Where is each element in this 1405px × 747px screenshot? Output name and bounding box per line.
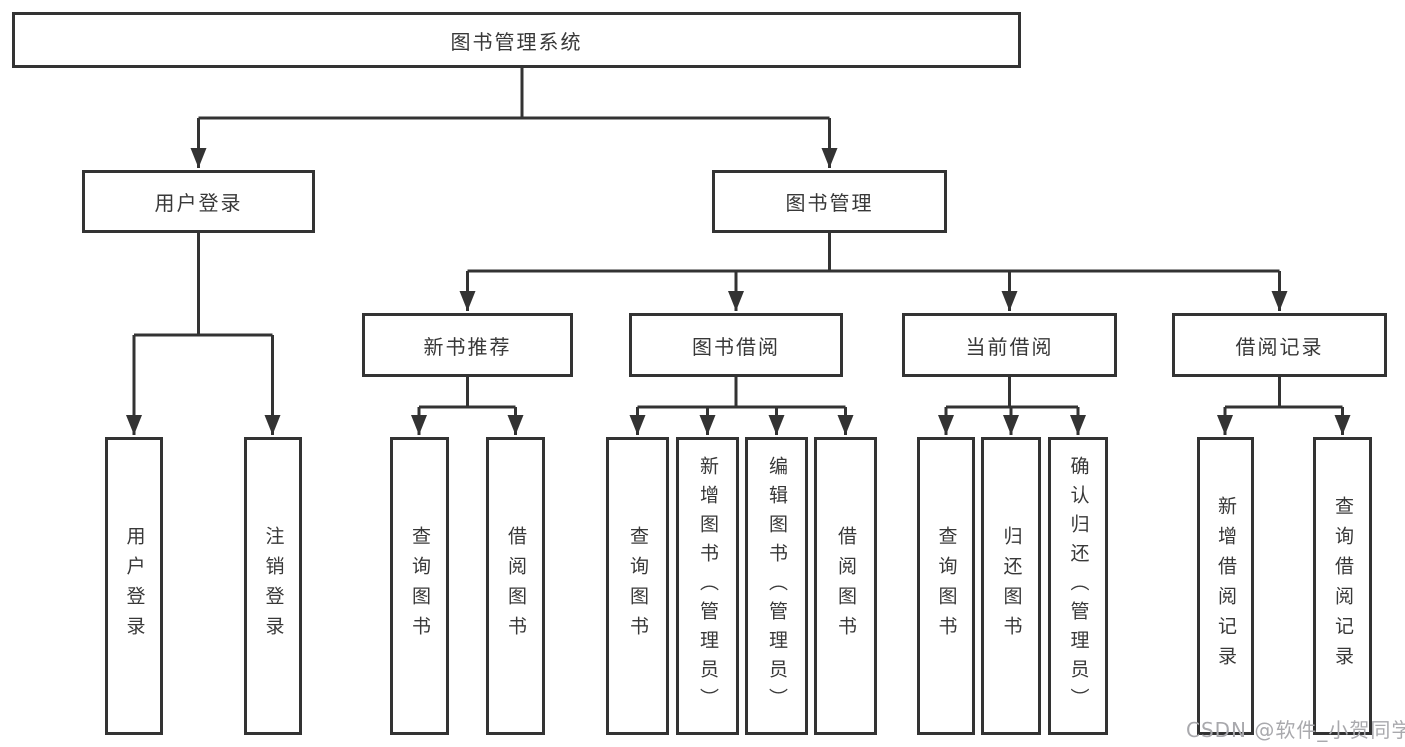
leaf-label: 查询借阅记录 bbox=[1332, 496, 1354, 676]
node-book-borrowing: 图书借阅 bbox=[629, 313, 843, 377]
node-borrowing-records: 借阅记录 bbox=[1172, 313, 1387, 377]
node-label: 当前借阅 bbox=[965, 334, 1054, 359]
leaf-edit-books-admin: 编辑图书（管理员） bbox=[745, 437, 808, 735]
node-label: 图书管理 bbox=[785, 191, 874, 215]
leaf-label: 借阅图书 bbox=[505, 526, 527, 646]
node-label: 借阅记录 bbox=[1235, 334, 1324, 359]
leaf-label: 借阅图书 bbox=[835, 526, 857, 646]
node-label: 用户登录 bbox=[154, 191, 243, 215]
leaf-query-books-recommend: 查询图书 bbox=[390, 437, 449, 735]
node-label: 图书借阅 bbox=[692, 334, 780, 359]
leaf-logout: 注销登录 bbox=[244, 437, 302, 735]
leaf-user-login: 用户登录 bbox=[105, 437, 163, 735]
leaf-label: 注销登录 bbox=[262, 526, 285, 646]
leaf-add-books-admin: 新增图书（管理员） bbox=[676, 437, 739, 735]
leaf-label: 归还图书 bbox=[1000, 526, 1023, 646]
node-library-management-system: 图书管理系统 bbox=[12, 12, 1021, 68]
leaf-return-books: 归还图书 bbox=[981, 437, 1041, 735]
leaf-borrow-books-borrowing: 借阅图书 bbox=[814, 437, 877, 735]
leaf-label: 新增图书（管理员） bbox=[697, 455, 719, 717]
leaf-confirm-return-admin: 确认归还（管理员） bbox=[1048, 437, 1108, 735]
leaf-label: 查询图书 bbox=[627, 526, 649, 646]
leaf-query-borrow-record: 查询借阅记录 bbox=[1313, 437, 1372, 735]
leaf-add-borrow-record: 新增借阅记录 bbox=[1197, 437, 1254, 735]
csdn-watermark: CSDN @软件_小贺同学 bbox=[1186, 718, 1405, 742]
node-label: 图书管理系统 bbox=[450, 29, 583, 54]
leaf-query-books-borrowing: 查询图书 bbox=[606, 437, 669, 735]
node-label: 新书推荐 bbox=[423, 334, 512, 359]
leaf-label: 用户登录 bbox=[123, 526, 146, 646]
leaf-label: 查询图书 bbox=[935, 526, 958, 646]
leaf-label: 确认归还（管理员） bbox=[1067, 455, 1090, 717]
leaf-label: 查询图书 bbox=[409, 526, 431, 646]
node-current-borrowing: 当前借阅 bbox=[902, 313, 1117, 377]
leaf-borrow-books-recommend: 借阅图书 bbox=[486, 437, 545, 735]
node-book-management: 图书管理 bbox=[712, 170, 947, 233]
leaf-label: 新增借阅记录 bbox=[1215, 496, 1237, 676]
leaf-label: 编辑图书（管理员） bbox=[766, 455, 788, 717]
leaf-query-books-current: 查询图书 bbox=[917, 437, 975, 735]
node-user-login: 用户登录 bbox=[82, 170, 315, 233]
node-new-book-recommendation: 新书推荐 bbox=[362, 313, 573, 377]
